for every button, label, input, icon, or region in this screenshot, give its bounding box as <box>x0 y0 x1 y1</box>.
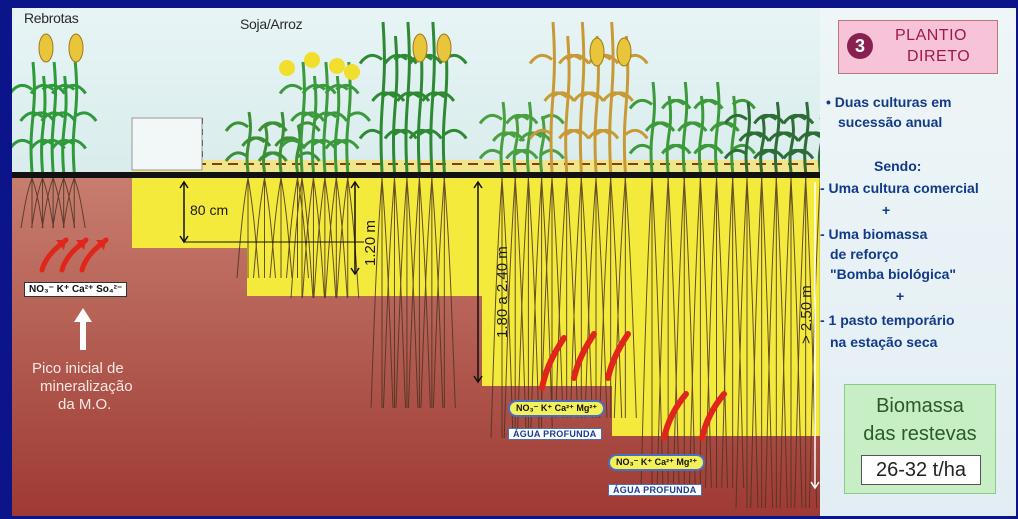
ions-box-left: NO₃⁻ K⁺ Ca²⁺ So₄²⁻ <box>24 282 127 297</box>
label-depth-120: 1.20 m <box>362 220 379 266</box>
panel-line-11: na estação seca <box>830 334 937 350</box>
panel-line-5: + <box>882 202 890 218</box>
label-depth-250: > 2.50 m <box>798 285 815 344</box>
pico-text-2: mineralização <box>40 378 133 395</box>
panel-line-4: - Uma cultura comercial <box>820 180 979 196</box>
nutrient-pill-1: NO₃⁻ K⁺ Ca²⁺ Mg²⁺ <box>508 400 605 417</box>
panel-line-7: de reforço <box>830 246 898 262</box>
panel-line-10: - 1 pasto temporário <box>820 312 955 328</box>
bio-value: 26-32 t/ha <box>861 455 981 485</box>
panel-line-3: Sendo: <box>874 158 921 174</box>
panel-line-1: • Duas culturas em <box>826 94 952 110</box>
panel-line-6: - Uma biomassa <box>820 226 927 242</box>
plantio-direto-illustration <box>12 8 820 516</box>
plantio-direto-badge: 3 PLANTIO DIRETO <box>838 20 998 74</box>
panel-line-8: "Bomba biológica" <box>830 266 956 282</box>
badge-number: 3 <box>847 33 873 59</box>
bio-line-2: das restevas <box>845 423 995 446</box>
panel-line-9: + <box>896 288 904 304</box>
ground-line <box>12 172 820 178</box>
pico-text-1: Pico inicial de <box>32 360 124 377</box>
label-soja-arroz: Soja/Arroz <box>240 16 302 32</box>
pico-text-3: da M.O. <box>58 396 111 413</box>
bio-line-1: Biomassa <box>845 395 995 418</box>
diagram-frame: Rebrotas Soja/Arroz 80 cm 1.20 m 1.80 a … <box>12 8 1016 516</box>
badge-line-2: DIRETO <box>907 48 970 66</box>
panel-line-2: sucessão anual <box>838 114 942 130</box>
agua-profunda-1: ÁGUA PROFUNDA <box>508 428 602 440</box>
badge-line-1: PLANTIO <box>895 27 967 45</box>
biomassa-box: Biomassa das restevas 26-32 t/ha <box>844 384 996 494</box>
label-depth-180-240: 1.80 a 2.40 m <box>494 246 511 338</box>
info-panel: 3 PLANTIO DIRETO • Duas culturas em suce… <box>820 8 1016 516</box>
label-depth-80: 80 cm <box>190 202 228 218</box>
agua-profunda-2: ÁGUA PROFUNDA <box>608 484 702 496</box>
rebrota-box <box>132 118 202 170</box>
label-rebrotas: Rebrotas <box>24 10 78 26</box>
nutrient-pill-2: NO₃⁻ K⁺ Ca²⁺ Mg²⁺ <box>608 454 705 471</box>
